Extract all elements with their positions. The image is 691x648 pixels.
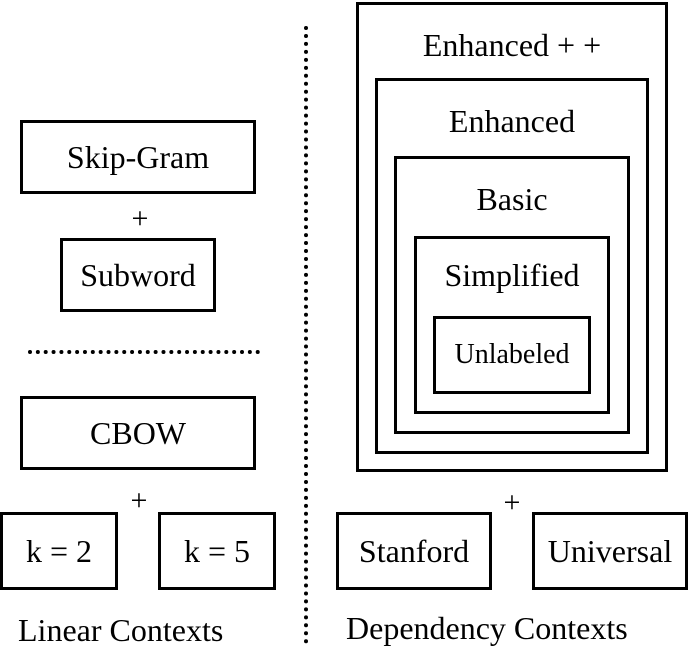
- subword-box: Subword: [60, 238, 216, 312]
- dependency-contexts-caption: Dependency Contexts: [346, 610, 628, 646]
- k5-label: k = 5: [183, 532, 251, 569]
- stanford-label: Stanford: [358, 532, 470, 569]
- enhanced-box: Enhanced: [375, 78, 649, 454]
- cbow-label: CBOW: [90, 414, 186, 451]
- k2-box: k = 2: [0, 512, 118, 590]
- skipgram-label: Skip-Gram: [66, 138, 210, 175]
- cbow-box: CBOW: [20, 396, 256, 470]
- vertical-dotted-separator: [304, 26, 308, 644]
- enhanced-label: Enhanced: [448, 103, 576, 139]
- subword-label: Subword: [80, 256, 196, 293]
- basic-label: Basic: [476, 181, 548, 217]
- horizontal-dotted-separator: [28, 350, 260, 354]
- k2-label: k = 2: [25, 532, 93, 569]
- basic-box: Basic: [394, 156, 630, 434]
- enhanced-pp-box: Enhanced + +: [356, 2, 668, 472]
- simplified-label: Simplified: [444, 257, 580, 293]
- unlabeled-label: Unlabeled: [454, 339, 570, 370]
- simplified-box: Simplified: [414, 236, 610, 414]
- plus-cbow-windows: +: [130, 484, 148, 517]
- universal-label: Universal: [547, 532, 673, 569]
- universal-box: Universal: [532, 512, 688, 590]
- unlabeled-box: Unlabeled: [433, 316, 591, 394]
- k5-box: k = 5: [158, 512, 276, 590]
- stanford-box: Stanford: [336, 512, 492, 590]
- skipgram-box: Skip-Gram: [20, 120, 256, 194]
- plus-stanford-universal: +: [503, 486, 521, 519]
- linear-contexts-caption: Linear Contexts: [18, 612, 224, 648]
- enhanced-pp-label: Enhanced + +: [422, 27, 602, 63]
- plus-skipgram-subword: +: [131, 202, 149, 235]
